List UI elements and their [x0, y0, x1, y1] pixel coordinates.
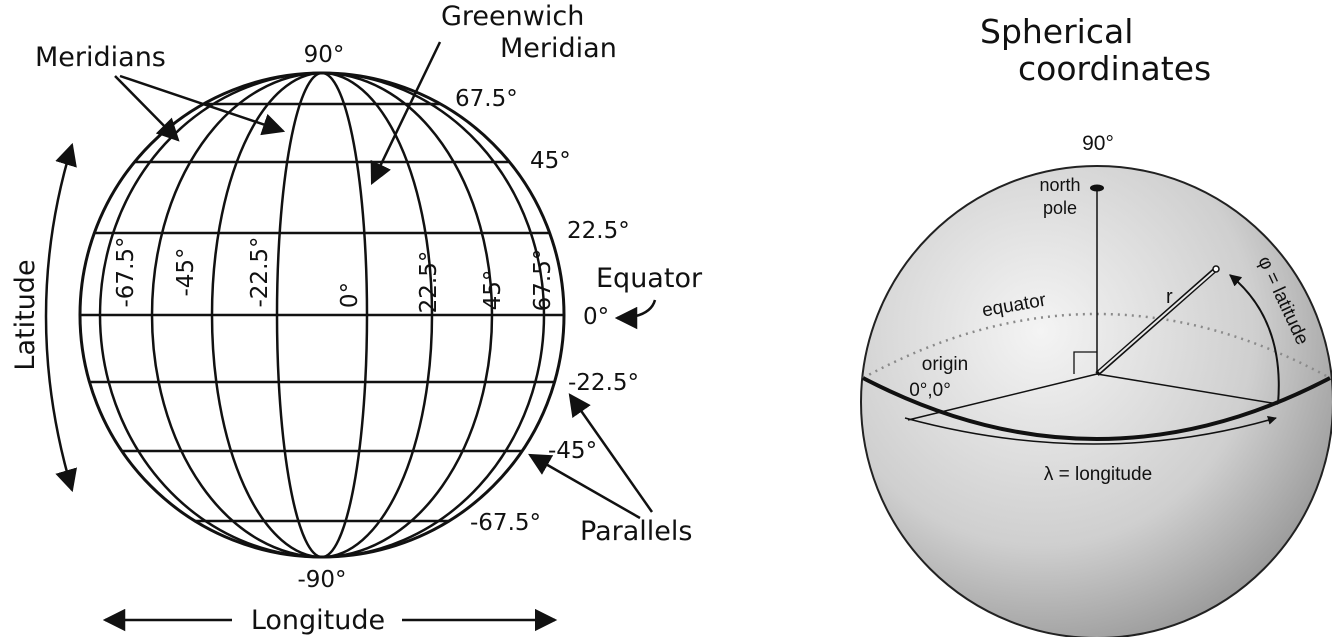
meridian-label-minus-45: -45°: [173, 247, 199, 296]
parallels-arrow-1: [568, 393, 654, 513]
meridian-label-minus-67-5: -67.5°: [113, 236, 139, 307]
equator-dotted-arc: [862, 312, 1331, 380]
meridian-label-minus-22-5: -22.5°: [247, 236, 273, 307]
meridians-arrow-1: [114, 75, 180, 142]
meridians-callout-label: Meridians: [35, 42, 166, 73]
north-pole-marker: [1090, 184, 1104, 192]
origin-label-line2: 0°,0°: [909, 380, 951, 401]
equator-front-arc: [862, 376, 1331, 441]
parallel-label-0: 0°: [583, 304, 609, 330]
parallel-label-22-5: 22.5°: [567, 218, 630, 244]
parallel-label-minus-67-5: -67.5°: [470, 510, 541, 536]
sphere-title-line2: coordinates: [1018, 49, 1211, 88]
radius-label: r: [1166, 286, 1173, 308]
south-pole-label: -90°: [297, 567, 346, 593]
parallel-label-minus-45: -45°: [548, 438, 597, 464]
globe-outline: [78, 71, 566, 559]
parallel-label-45: 45°: [530, 148, 571, 174]
longitude-lambda-label: λ = longitude: [1044, 464, 1152, 485]
left-globe: 90° -90° 67.5° 45° 22.5° 0° -22.5° -45° …: [10, 1, 703, 636]
meridian-label-67-5: 67.5°: [530, 249, 556, 312]
projection-line: [1096, 373, 1279, 405]
meridian-label-22-5: 22.5°: [416, 251, 442, 314]
parallel-label-67-5: 67.5°: [455, 86, 518, 112]
origin-line: [907, 373, 1098, 421]
sphere-top-label: 90°: [1082, 132, 1114, 155]
equator-arrow: [614, 299, 657, 330]
meridian-label-0: 0°: [337, 282, 363, 308]
north-pole-label-line2: pole: [1043, 198, 1077, 218]
parallels-callout-label: Parallels: [580, 516, 692, 547]
latitude-callout-label: Latitude: [10, 259, 41, 370]
longitude-arc-arrow: [904, 415, 1277, 445]
parallels-arrow-2: [528, 453, 641, 520]
sphere-title-line1: Spherical: [980, 12, 1133, 51]
greenwich-callout-line2: Meridian: [500, 33, 617, 64]
sphere-body: [860, 165, 1332, 637]
north-pole-label-line1: north: [1039, 175, 1080, 195]
parallel-label-minus-22-5: -22.5°: [568, 370, 639, 396]
meridian-label-45: 45°: [480, 270, 506, 311]
greenwich-callout-line1: Greenwich: [441, 1, 584, 32]
latitude-arrow: [44, 142, 78, 493]
right-angle-marker: [1073, 351, 1097, 374]
equator-callout-label: Equator: [596, 263, 703, 294]
parallel-lines: [80, 102, 564, 523]
radius-vector-highlight: [1098, 270, 1215, 373]
meridians-arrow-2: [119, 74, 286, 136]
right-sphere: Spherical coordinates 90° north pole r φ…: [860, 12, 1332, 637]
origin-label-line1: origin: [922, 354, 968, 375]
radius-endpoint: [1212, 265, 1220, 273]
greenwich-arrow: [370, 41, 442, 186]
longitude-callout-label: Longitude: [251, 605, 385, 636]
latitude-arc-arrow: [1229, 274, 1280, 405]
north-pole-label: 90°: [304, 42, 345, 68]
